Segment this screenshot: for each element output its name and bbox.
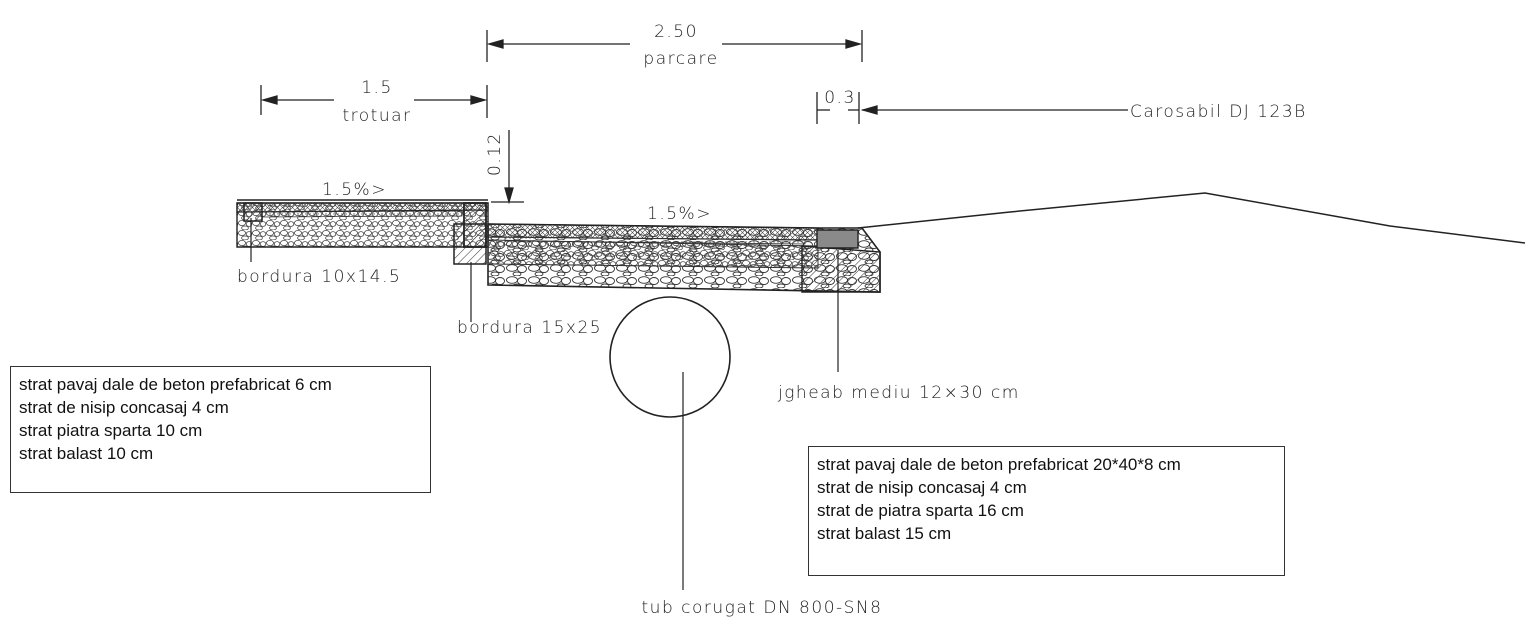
dimension-step bbox=[491, 130, 524, 205]
road-surface-line bbox=[857, 192, 1525, 244]
legend-parking-layer-3: strat de piatra sparta 16 cm bbox=[817, 501, 1024, 520]
legend-sidewalk-layers: strat pavaj dale de beton prefabricat 6 … bbox=[10, 366, 431, 493]
parcare-label: parcare bbox=[643, 49, 718, 69]
legend-parking-layer-2: strat de nisip concasaj 4 cm bbox=[817, 478, 1027, 497]
parking-section bbox=[487, 223, 881, 293]
step-value: 0.12 bbox=[485, 132, 505, 176]
sidewalk-section bbox=[236, 199, 489, 248]
trotuar-label: trotuar bbox=[342, 106, 411, 126]
trotuar-width-value: 1.5 bbox=[361, 78, 393, 98]
gutter-shape bbox=[801, 229, 881, 293]
legend-sidewalk-layer-2: strat de nisip concasaj 4 cm bbox=[19, 398, 229, 417]
legend-sidewalk-layer-1: strat pavaj dale de beton prefabricat 6 … bbox=[19, 375, 332, 394]
curb-small-label: bordura 10x14.5 bbox=[237, 267, 401, 287]
curb-large-base-shape bbox=[453, 223, 487, 265]
parcare-width-value: 2.50 bbox=[654, 22, 698, 42]
legend-sidewalk-layer-3: strat piatra sparta 10 cm bbox=[19, 421, 203, 440]
sidewalk-slope: 1.5%> bbox=[322, 180, 387, 200]
gutter-label: jgheab mediu 12×30 cm bbox=[777, 383, 1020, 403]
legend-parking-layer-4: strat balast 15 cm bbox=[817, 524, 952, 543]
curb-large-label: bordura 15x25 bbox=[457, 318, 602, 338]
curb-small-shape bbox=[243, 202, 263, 222]
legend-sidewalk-layer-4: strat balast 10 cm bbox=[19, 444, 154, 463]
legend-parking-layer-1: strat pavaj dale de beton prefabricat 20… bbox=[817, 455, 1181, 474]
legend-parking-layers: strat pavaj dale de beton prefabricat 20… bbox=[808, 446, 1285, 576]
corrugated-pipe-shape bbox=[609, 296, 731, 418]
parking-slope: 1.5%> bbox=[647, 204, 712, 224]
dimension-parcare bbox=[486, 30, 863, 62]
dimension-trotuar bbox=[260, 85, 488, 118]
pipe-label: tub corugat DN 800-SN8 bbox=[642, 598, 883, 618]
gap-value: 0.3 bbox=[824, 88, 856, 108]
dimension-gap bbox=[816, 92, 1128, 124]
road-label: Carosabil DJ 123B bbox=[1130, 102, 1307, 122]
